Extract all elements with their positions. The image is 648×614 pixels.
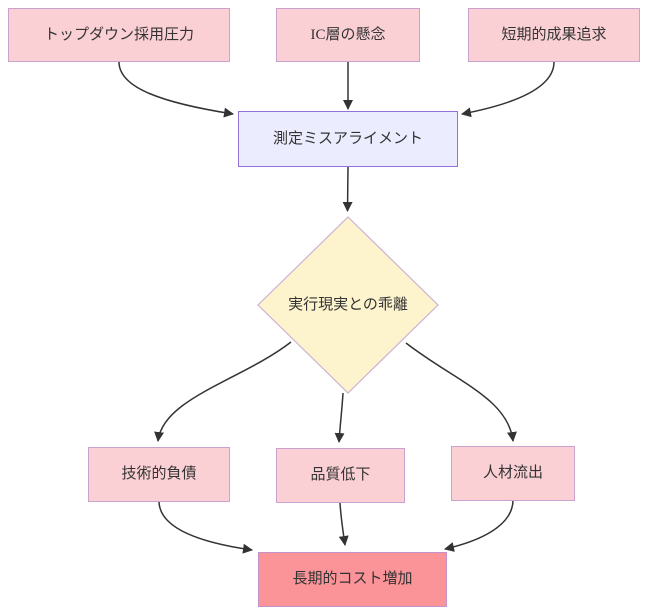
node-measurement-misalignment-label: 測定ミスアライメント — [272, 130, 423, 147]
node-short-term-results-label: 短期的成果追求 — [501, 26, 607, 43]
edge-short-term-to-misalignment — [461, 61, 555, 118]
edge-attrition-to-cost — [444, 500, 514, 552]
node-talent-attrition: 人材流出 — [451, 446, 575, 501]
node-ic-concern: IC層の懸念 — [276, 8, 420, 62]
node-divergence-label: 実行現実との乖離 — [288, 296, 408, 313]
node-measurement-misalignment: 測定ミスアライメント — [238, 111, 458, 167]
edge-divergence-to-quality — [334, 392, 345, 443]
node-quality-decline-label: 品質低下 — [310, 467, 371, 484]
node-short-term-results: 短期的成果追求 — [468, 8, 640, 62]
node-ic-concern-label: IC層の懸念 — [310, 26, 386, 43]
node-topdown-pressure-label: トップダウン採用圧力 — [43, 26, 194, 43]
node-long-term-cost-label: 長期的コスト増加 — [292, 571, 413, 588]
node-topdown-pressure: トップダウン採用圧力 — [8, 8, 230, 62]
node-quality-decline: 品質低下 — [276, 448, 405, 503]
node-long-term-cost: 長期的コスト増加 — [258, 552, 447, 607]
node-technical-debt: 技術的負債 — [88, 447, 230, 502]
edge-topdown-to-misalignment — [118, 61, 234, 118]
edge-quality-to-cost — [338, 502, 349, 546]
edge-divergence-to-tech-debt — [154, 341, 292, 442]
node-divergence: 実行現実との乖離 — [268, 290, 428, 320]
edge-divergence-to-attrition — [405, 342, 517, 442]
node-talent-attrition-label: 人材流出 — [482, 465, 543, 482]
edge-misalignment-to-divergence — [342, 166, 353, 212]
edge-tech-debt-to-cost — [158, 501, 253, 554]
node-technical-debt-label: 技術的負債 — [121, 466, 197, 483]
node-divergence-shape — [257, 216, 439, 394]
